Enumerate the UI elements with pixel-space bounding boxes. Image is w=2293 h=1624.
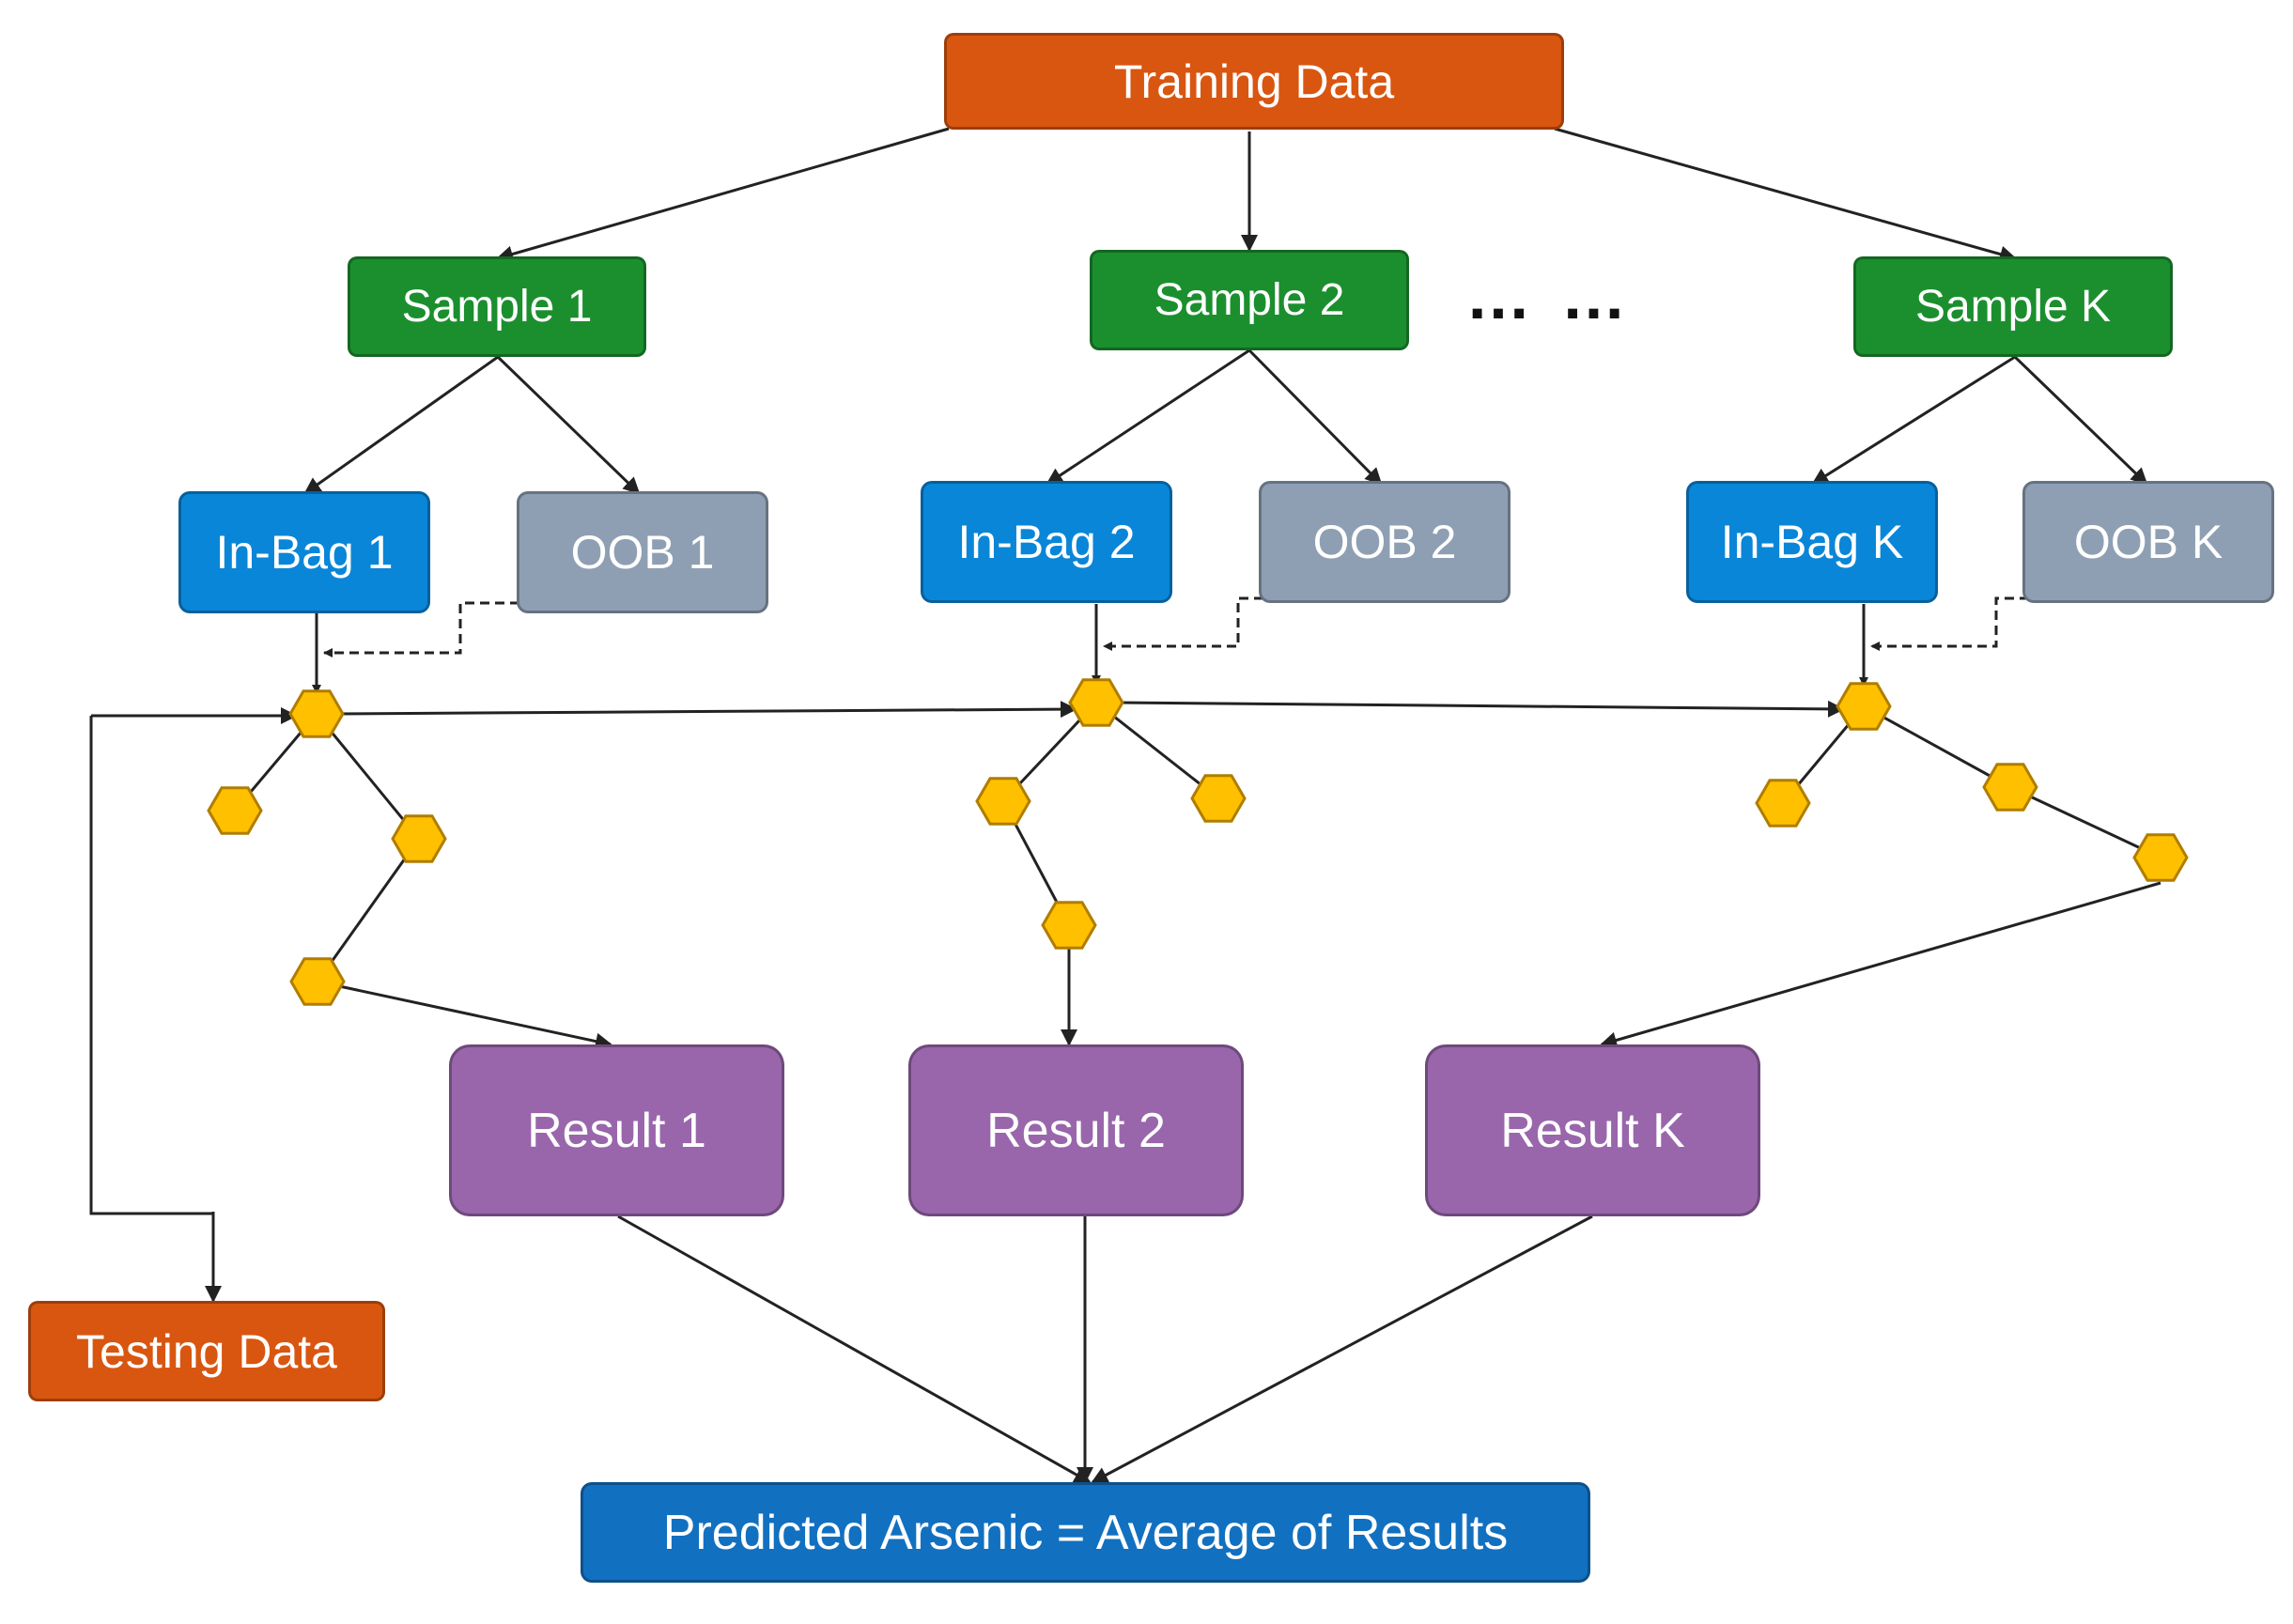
tree-2-leaf-node	[1190, 774, 1247, 823]
edge-sampleK-inbagK	[1811, 355, 2016, 486]
oob-2-box: OOB 2	[1259, 481, 1511, 603]
sample-1-box: Sample 1	[348, 256, 646, 357]
edge-training-sample1	[496, 127, 950, 263]
tree-k-node-a	[1982, 763, 2038, 812]
edge-resultK-final	[1091, 1214, 1593, 1484]
oob-1-box: OOB 1	[517, 491, 768, 613]
edge-tree1-result1	[317, 980, 612, 1050]
edge-training-sampleK	[1554, 127, 2017, 263]
edge-sampleK-oobK	[2013, 355, 2148, 486]
edge-sample2-oob2	[1247, 348, 1383, 486]
tree-k-leaf-node	[1755, 779, 1811, 827]
tree-2-node-a	[975, 777, 1031, 826]
training-data-box: Training Data	[944, 33, 1564, 130]
result-2-box: Result 2	[908, 1044, 1244, 1216]
tree-k-node-b	[2132, 833, 2189, 882]
edge-sample2-inbag2	[1046, 348, 1250, 486]
edge-result1-final	[617, 1214, 1092, 1484]
predicted-arsenic-box: Predicted Arsenic = Average of Results	[581, 1482, 1590, 1583]
result-k-box: Result K	[1425, 1044, 1760, 1216]
in-bag-k-box: In-Bag K	[1686, 481, 1938, 603]
oob-k-box: OOB K	[2022, 481, 2274, 603]
tree-1-node-a	[391, 814, 447, 863]
edge-sample1-oob1	[496, 355, 641, 495]
edge-loop-to-testing	[89, 716, 222, 1303]
tree-k-root-node	[1836, 682, 1892, 731]
in-bag-1-box: In-Bag 1	[178, 491, 430, 613]
in-bag-2-box: In-Bag 2	[921, 481, 1172, 603]
tree-2-node-b	[1041, 901, 1097, 950]
sample-2-box: Sample 2	[1090, 250, 1409, 350]
tree-2-root-node	[1068, 678, 1124, 727]
testing-data-box: Testing Data	[28, 1301, 385, 1401]
tree-1-root-node	[288, 689, 345, 738]
ellipsis-separator: … …	[1465, 259, 1633, 333]
sample-k-box: Sample K	[1853, 256, 2173, 357]
edge-root1-root2	[333, 701, 1077, 719]
result-1-box: Result 1	[449, 1044, 784, 1216]
edge-oob1-dashed	[323, 601, 519, 657]
edge-root2-rootK	[1117, 700, 1845, 718]
tree-1-node-b	[289, 957, 346, 1006]
tree-1-leaf-node	[207, 786, 263, 835]
edge-oobK-dashed	[1870, 596, 2029, 651]
edge-treeK-resultK	[1600, 881, 2161, 1049]
edge-sample1-inbag1	[303, 355, 499, 495]
edge-oob2-dashed	[1103, 596, 1263, 651]
